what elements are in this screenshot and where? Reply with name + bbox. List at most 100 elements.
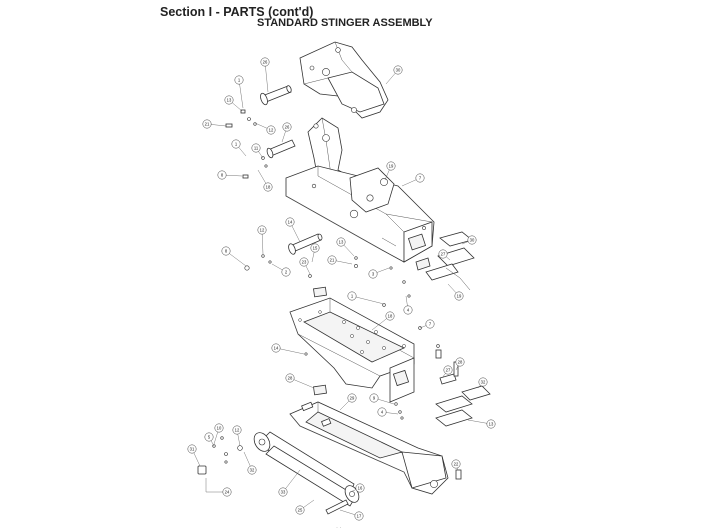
callout-bubble (403, 305, 413, 315)
callout-number: 7 (419, 176, 422, 181)
callout-bubble (438, 249, 448, 259)
callout-leader (351, 295, 385, 305)
callout-number: 19 (389, 164, 394, 169)
callout-number: 28 (288, 376, 293, 381)
page-number-fragment: · · (336, 525, 342, 531)
callout-bubble (281, 267, 291, 277)
callout-bubble (221, 246, 231, 256)
callout-number: 8 (225, 249, 228, 254)
callout-bubble (454, 291, 464, 301)
callout-bubble (386, 161, 396, 171)
callout-bubble (204, 432, 214, 442)
callout-bubble (257, 225, 267, 235)
callout-number: 2 (285, 270, 288, 275)
callout-number: 4 (407, 308, 410, 313)
callout-number: 21 (330, 258, 335, 263)
callout-number: 27 (446, 368, 451, 373)
callout-number: 1 (235, 142, 238, 147)
callout-leader (238, 79, 244, 109)
callout-number: 18 (388, 314, 393, 319)
callout-number: 32 (481, 380, 486, 385)
callout-bubble (263, 182, 273, 192)
callout-number: 33 (281, 490, 286, 495)
callout-number: 29 (350, 396, 355, 401)
callout-number: 18 (266, 185, 271, 190)
callout-bubble (327, 255, 337, 265)
callout-bubble (271, 343, 281, 353)
callout-bubble (385, 311, 395, 321)
callout-bubble (266, 125, 276, 135)
callout-bubble (260, 57, 270, 67)
main-frame-part (285, 117, 435, 263)
callout-number: 13 (227, 98, 232, 103)
callout-number: 1 (351, 294, 354, 299)
callout-number: 26 (285, 125, 290, 130)
callout-leader (275, 347, 305, 355)
callout-number: 32 (250, 468, 255, 473)
callout-number: 13 (489, 422, 494, 427)
hardware-part (244, 254, 327, 298)
callout-bubble (299, 257, 309, 267)
callout-number: 9 (373, 396, 376, 401)
callout-bubble (354, 511, 364, 521)
callout-bubble (415, 173, 425, 183)
hardware-part (394, 402, 462, 480)
callout-number: 25 (298, 508, 303, 513)
callout-bubble (232, 425, 242, 435)
callout-bubble (282, 122, 292, 132)
callout-number: 12 (235, 428, 240, 433)
callout-number: 15 (313, 246, 318, 251)
assembly-title: STANDARD STINGER ASSEMBLY (257, 17, 433, 29)
callout-number: 3 (372, 272, 375, 277)
callout-number: 14 (274, 346, 279, 351)
inner-stinger-part (289, 401, 449, 495)
mid-tube-part (289, 297, 415, 403)
callout-bubble (285, 217, 295, 227)
callout-number: 28 (458, 360, 463, 365)
callout-number: 10 (217, 426, 222, 431)
callout-bubble (393, 65, 403, 75)
callout-number: 4 (381, 410, 384, 415)
callout-number: 26 (263, 60, 268, 65)
wear-pad-part (435, 361, 491, 427)
hardware-part (304, 326, 442, 396)
callout-number: 12 (260, 228, 265, 233)
callout-number: 5 (208, 435, 211, 440)
callout-bubble (202, 119, 212, 129)
pin-part (266, 139, 296, 159)
hardware-part (242, 156, 268, 179)
callout-bubble (467, 235, 477, 245)
callout-number: 19 (457, 294, 462, 299)
hardware-part (225, 109, 257, 128)
callout-number: 1 (238, 78, 241, 83)
callout-number: 24 (225, 490, 230, 495)
callout-bubble (234, 75, 244, 85)
callout-number: 23 (302, 260, 307, 265)
callout-bubble (451, 459, 461, 469)
callout-bubble (455, 357, 465, 367)
pin-part (260, 85, 292, 106)
callout-bubble (251, 143, 261, 153)
hitch-bracket-part (299, 41, 389, 119)
callout-bubble (369, 393, 379, 403)
callout-bubble (247, 465, 257, 475)
callout-bubble (478, 377, 488, 387)
callout-bubble (295, 505, 305, 515)
callout-bubble (347, 291, 357, 301)
callout-bubble (355, 483, 365, 493)
callout-number: 16 (358, 486, 363, 491)
callout-bubble (224, 95, 234, 105)
callout-number: 13 (339, 240, 344, 245)
callout-number: 17 (357, 514, 362, 519)
section-title: Section I - PARTS (cont'd) (160, 5, 314, 19)
callout-bubble (336, 237, 346, 247)
callout-number: 11 (254, 146, 259, 151)
callout-bubble (310, 243, 320, 253)
callout-layer: 3026113211226111818197148121522313213302… (187, 57, 496, 521)
callout-number: 14 (288, 220, 293, 225)
callout-number: 12 (269, 128, 274, 133)
callout-bubble (425, 319, 435, 329)
callout-number: 31 (190, 447, 195, 452)
callout-leader (282, 469, 301, 493)
